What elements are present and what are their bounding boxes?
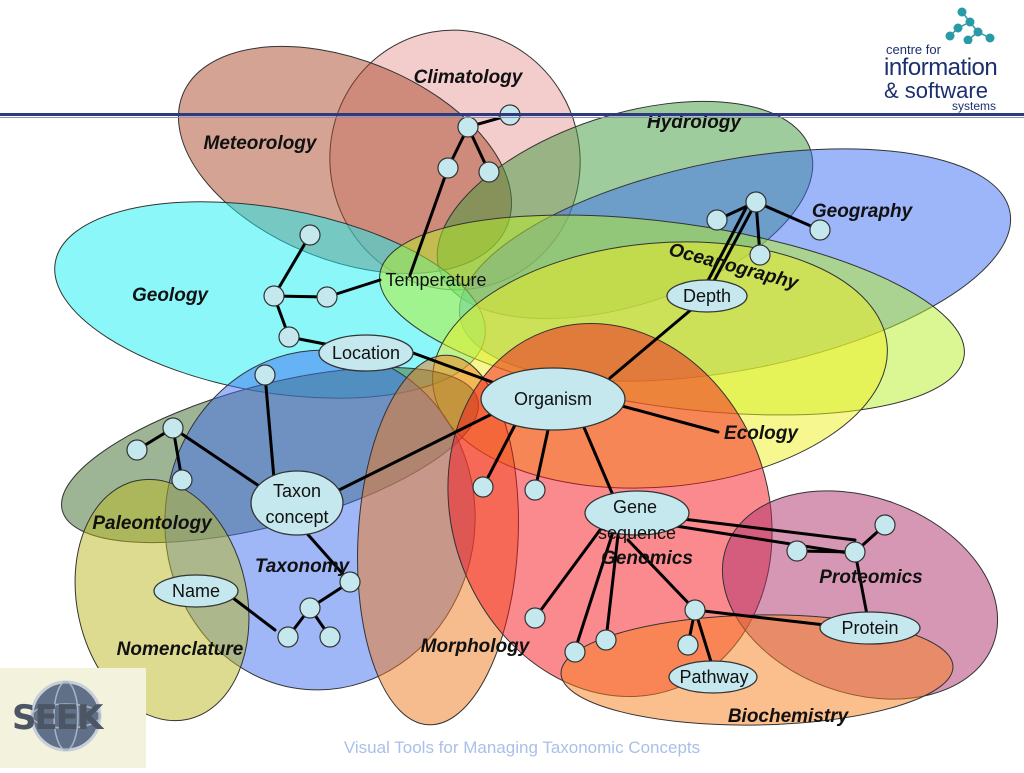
discipline-label-genomics: Genomics [601,548,693,569]
pathway-node [668,660,758,694]
discipline-label-proteomics: Proteomics [819,567,922,588]
node [278,326,300,348]
node [844,541,866,563]
logo-text-software: & software [884,78,988,103]
location-label: Location [332,343,400,363]
discipline-label-ecology: Ecology [724,423,799,444]
cis-logo: centre for information & software system… [880,4,1020,114]
node [254,364,276,386]
node [437,157,459,179]
pathway-label: Pathway [679,667,748,687]
location-node [318,334,414,372]
discipline-label-morphology: Morphology [421,636,531,657]
discipline-label-paleontology: Paleontology [92,513,213,534]
node [478,161,500,183]
node [786,540,808,562]
node [684,599,706,621]
discipline-label-taxonomy: Taxonomy [255,556,351,577]
logo-text-systems: systems [952,99,997,113]
logo-text-centre: centre for [886,42,941,57]
node [277,626,299,648]
molecule-icon [945,7,995,45]
header-rule [0,113,1024,116]
seek-text: SEEK [12,698,103,738]
taxon-concept-node [250,470,344,536]
node [595,629,617,651]
organism-label: Organism [514,389,592,409]
node [706,209,728,231]
header-rule-thin [0,117,1024,118]
depth-node [666,279,748,313]
seek-logo: SEEK [0,668,146,768]
logo-text-information: information [884,54,998,81]
discipline-label-geography: Geography [812,201,914,222]
node [524,479,546,501]
taxon-concept-label-line1: Taxon [273,481,321,501]
node [316,286,338,308]
node [263,285,285,307]
name-node [153,574,239,608]
discipline-label-meteorology: Meteorology [204,133,318,154]
taxon-concept-label-line2: concept [265,507,328,527]
discipline-label-nomenclature: Nomenclature [117,639,244,660]
node [319,626,341,648]
node [749,244,771,266]
discipline-label-climatology: Climatology [414,67,524,88]
protein-label: Protein [841,618,898,638]
node [564,641,586,663]
node [171,469,193,491]
node [524,607,546,629]
node [299,224,321,246]
depth-label: Depth [683,286,731,306]
node [339,571,361,593]
protein-node [819,611,921,645]
slide-footer-title: Visual Tools for Managing Taxonomic Conc… [343,738,701,757]
discipline-label-geology: Geology [132,285,209,306]
gene-sequence-label-line1: Gene [613,497,657,517]
node [809,219,831,241]
node [126,439,148,461]
node [874,514,896,536]
node [299,597,321,619]
node [457,116,479,138]
name-label: Name [172,581,220,601]
node [677,634,699,656]
node [162,417,184,439]
gene-sequence-label-line2: sequence [598,523,676,543]
node [472,476,494,498]
globe-icon [30,680,102,752]
gene-sequence-node [584,490,690,536]
node [745,191,767,213]
discipline-label-biochemistry: Biochemistry [728,706,850,727]
temperature-label: Temperature [385,270,486,290]
organism-node [480,367,626,431]
